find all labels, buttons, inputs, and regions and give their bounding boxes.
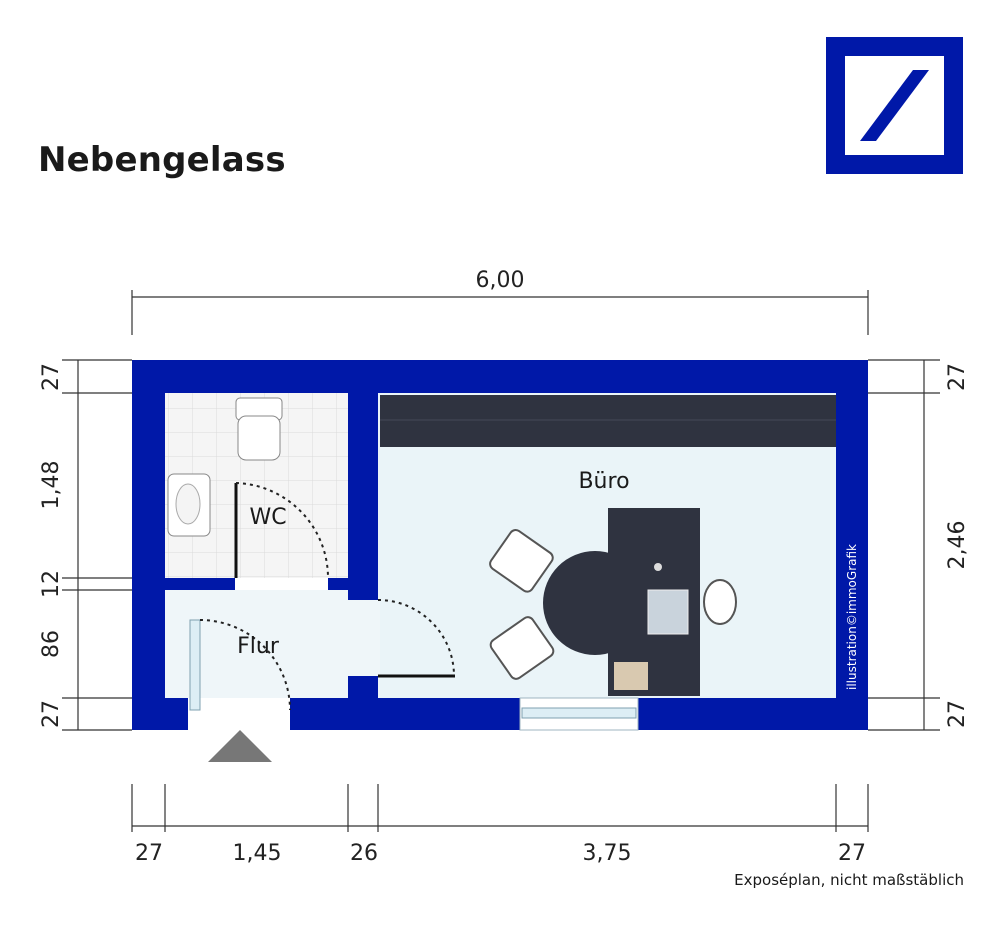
buero-door: [377, 599, 455, 678]
desk: [608, 508, 700, 696]
room-label-flur: Flur: [237, 634, 280, 659]
dim-top-total: 6,00: [476, 268, 525, 293]
room-label-wc: WC: [249, 505, 286, 530]
dim-left-0: 27: [39, 363, 64, 391]
dim-bottom-1: 1,45: [233, 841, 282, 866]
dim-bottom-2: 26: [350, 841, 378, 866]
sink: [167, 473, 211, 537]
credit-text: illustration©immoGrafik: [845, 544, 859, 690]
cabinet: [380, 395, 836, 447]
room-label-buero: Büro: [578, 469, 629, 494]
toilet: [235, 397, 283, 461]
entrance-arrow: [208, 730, 272, 762]
dim-left-2: 12: [39, 570, 64, 598]
chair-bottom: [489, 616, 555, 680]
walls: [132, 360, 868, 730]
dimension-lines: [62, 290, 940, 832]
dim-bottom-3: 3,75: [583, 841, 632, 866]
chair-top: [489, 528, 554, 593]
dim-left-1: 1,48: [39, 461, 64, 510]
dim-left-3: 86: [39, 630, 64, 658]
flur-floor: [165, 590, 380, 698]
dim-right-0: 27: [945, 363, 970, 391]
dim-bottom-4: 27: [838, 841, 866, 866]
dim-left-4: 27: [39, 700, 64, 728]
dim-right-2: 27: [945, 700, 970, 728]
window-bottom: [519, 697, 639, 731]
office-chair: [703, 579, 737, 625]
dim-right-1: 2,46: [945, 521, 970, 570]
dim-bottom-0: 27: [135, 841, 163, 866]
entrance-door: [189, 619, 291, 762]
footnote: Exposéplan, nicht maßstäblich: [734, 871, 964, 889]
deutsche-bank-logo: [826, 37, 963, 174]
page-title: Nebengelass: [38, 140, 286, 180]
wc-door: [234, 482, 329, 579]
